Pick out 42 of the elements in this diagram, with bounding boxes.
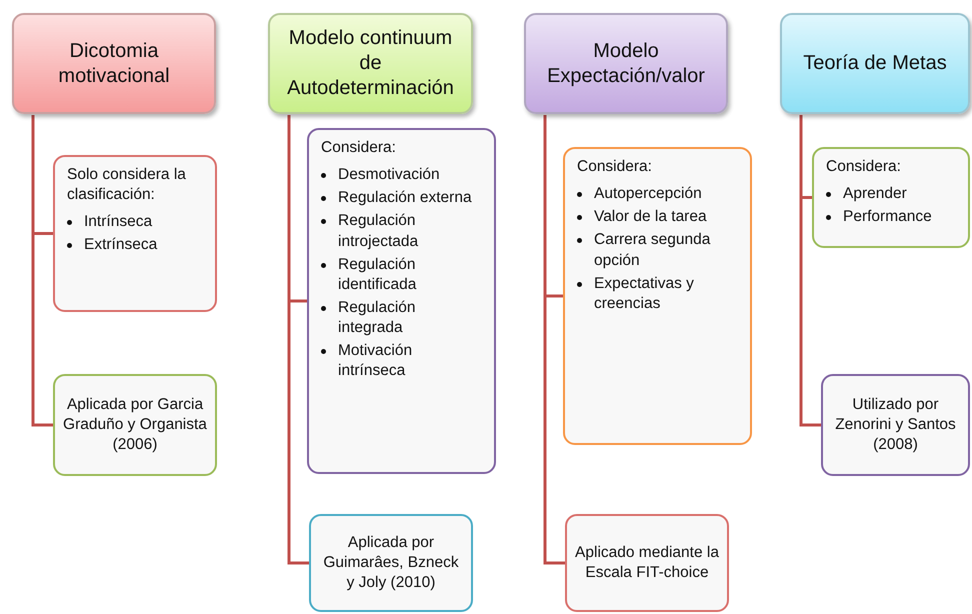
reference-box (565, 514, 729, 612)
model-title: Dicotomia motivacional (57, 38, 171, 88)
list-item: Regulación externa (338, 188, 472, 208)
connector-line (288, 115, 309, 564)
list-box (812, 147, 970, 248)
model-title: Modelo continuum de Autodeterminación (286, 26, 455, 101)
list-box (53, 155, 217, 312)
list-box (307, 128, 496, 474)
list-item: Carrera segunda opción (594, 230, 712, 271)
list-box (563, 147, 752, 445)
reference-box (821, 374, 970, 476)
list-heading: Solo considera la clasificación: (67, 165, 187, 206)
list-item: Autopercepción (594, 184, 702, 204)
list-item: Regulación integrada (338, 298, 417, 338)
reference-text: Aplicada por Garcia Graduño y Organista (2006) (63, 394, 207, 456)
connector-line (800, 115, 821, 426)
model-title: Teoría de Metas (803, 51, 947, 76)
reference-text: Aplicado mediante la Escala FIT-choice (575, 542, 719, 583)
reference-box (309, 514, 473, 612)
model-title: Modelo Expectación/valor (546, 38, 706, 88)
list-item: Regulación identificada (338, 254, 418, 295)
list-item: Aprender (843, 184, 907, 204)
connector-line (544, 115, 565, 564)
model-header-box (268, 13, 473, 114)
list-item: Extrínseca (84, 235, 158, 256)
list-heading: Considera: (826, 157, 902, 177)
model-header-box (780, 13, 970, 114)
list-heading: Considera: (577, 157, 653, 177)
reference-text: Aplicada por Guimarâes, Bzneck y Joly (2010) (322, 532, 460, 594)
list-item: Motivación intrínseca (338, 341, 414, 382)
list-item: Regulación introjectada (338, 211, 420, 252)
list-item: Intrínseca (84, 212, 152, 232)
list-item: Desmotivación (338, 165, 440, 186)
model-header-box (524, 13, 728, 114)
list-item: Expectativas y creencias (594, 274, 695, 314)
list-item: Performance (843, 207, 932, 228)
reference-text: Utilizado por Zenorini y Santos (2008) (834, 394, 957, 456)
model-header-box (12, 13, 216, 114)
reference-box (53, 374, 217, 476)
list-heading: Considera: (321, 138, 397, 158)
connector-line (32, 115, 53, 426)
list-item: Valor de la tarea (594, 207, 707, 228)
